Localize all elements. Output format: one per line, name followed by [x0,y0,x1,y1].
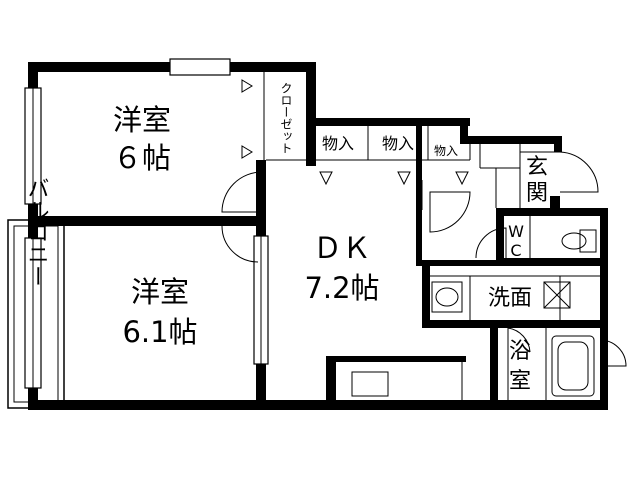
fixtures [351,229,597,397]
entrance-label-bottom: 関 [526,181,548,206]
bathroom-label-bottom: 室 [509,369,531,394]
western-room-1-name: 洋室 [113,103,171,137]
storage-1-label: 物入 [322,134,354,153]
storage-3-label: 物入 [434,144,458,158]
western-room-2-size: 6.1帖 [122,315,197,349]
entrance-label-top: 玄 [526,155,548,180]
bathroom-label-top: 浴 [509,339,531,364]
storage-2-label: 物入 [382,134,414,153]
windows [24,58,269,389]
toilet-label-bottom: C [510,241,521,260]
doors [221,79,627,367]
western-room-1-size: ６帖 [113,141,171,175]
western-room-2-name: 洋室 [131,275,189,309]
closet-label: クローゼット [279,82,293,154]
dining-kitchen-size: 7.2帖 [304,271,379,305]
interior-lines [263,72,600,400]
room-labels: 洋室 ６帖 洋室 6.1帖 ＤＫ 7.2帖 クローゼット 物入 物入 物入 玄 … [24,82,549,394]
toilet-label-top: W [508,222,524,241]
balcony-label: バルコニー [24,177,49,287]
washroom-label: 洗面 [488,286,532,311]
dining-kitchen-name: ＤＫ [313,231,371,265]
